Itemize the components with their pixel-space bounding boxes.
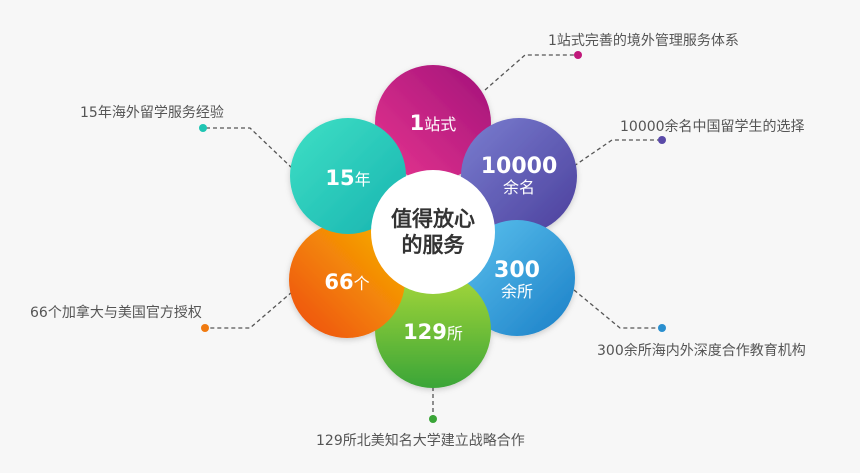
petal-text-129: 129所 xyxy=(403,320,463,344)
center-title-line1: 值得放心 xyxy=(391,206,475,231)
endpoint-dots xyxy=(199,51,666,423)
petal-text-15: 15年 xyxy=(325,166,370,190)
dot-129 xyxy=(429,415,437,423)
petals xyxy=(289,65,577,388)
dot-10000 xyxy=(658,136,666,144)
petal-number: 10000 xyxy=(480,154,558,180)
petal-onestop xyxy=(375,65,491,181)
petal-unit: 站式 xyxy=(424,114,457,134)
label-15: 15年海外留学服务经验 xyxy=(80,105,224,121)
connector-15 xyxy=(203,127,293,169)
petal-unit: 余所 xyxy=(500,282,533,302)
label-onestop: 1站式完善的境外管理服务体系 xyxy=(548,33,739,49)
petal-15 xyxy=(290,118,406,234)
petal-number: 1 xyxy=(409,110,425,135)
label-10000: 10000余名中国留学生的选择 xyxy=(620,119,805,135)
connector-onestop xyxy=(484,54,578,91)
center-title: 值得放心 的服务 xyxy=(391,206,475,259)
dot-onestop xyxy=(574,51,582,59)
petal-text-10000: 10000 余名 xyxy=(481,154,558,198)
petal-number: 15 xyxy=(325,165,355,190)
center-title-line2: 的服务 xyxy=(401,233,465,257)
petal-129 xyxy=(375,272,491,388)
dot-66 xyxy=(201,324,209,332)
petal-unit: 个 xyxy=(353,273,370,293)
petal-text-300: 300 余所 xyxy=(494,258,540,302)
connector-66 xyxy=(205,291,293,329)
connector-10000 xyxy=(573,139,662,167)
label-129: 129所北美知名大学建立战略合作 xyxy=(316,433,525,449)
dot-15 xyxy=(199,124,207,132)
petal-text-66: 66个 xyxy=(324,270,369,294)
connector-300 xyxy=(573,289,662,329)
petal-unit: 年 xyxy=(354,169,371,189)
petal-number: 129 xyxy=(403,319,447,344)
label-300: 300余所海内外深度合作教育机构 xyxy=(597,343,806,359)
petal-number: 66 xyxy=(324,269,354,294)
center-circle xyxy=(371,170,495,294)
petal-unit: 余名 xyxy=(502,178,536,198)
petal-10000 xyxy=(461,118,577,234)
connector-lines xyxy=(203,54,662,418)
petal-text-onestop: 1站式 xyxy=(410,111,457,135)
petal-number: 300 xyxy=(494,258,540,284)
dot-300 xyxy=(658,324,666,332)
petal-unit: 所 xyxy=(446,323,463,343)
label-66: 66个加拿大与美国官方授权 xyxy=(30,305,202,321)
